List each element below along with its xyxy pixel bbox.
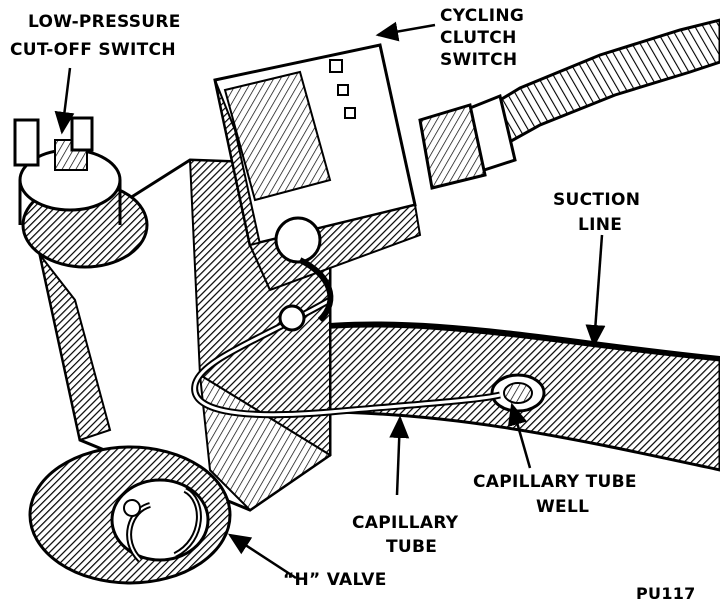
cycling-clutch-switch-label-line3: SWITCH: [440, 50, 518, 70]
capillary-tube-well: [490, 373, 546, 413]
capillary-tube-label-line1: CAPILLARY: [352, 513, 459, 533]
low-pressure-switch-label-line2: CUT-OFF SWITCH: [10, 40, 176, 60]
low-pressure-switch-label-line1: LOW-PRESSURE: [28, 12, 181, 32]
cycling-clutch-switch: [213, 43, 422, 292]
capillary-tube-well-label-line2: WELL: [536, 497, 590, 517]
capillary-tube-label-line2: TUBE: [386, 537, 438, 557]
leader-arrows: [54, 21, 606, 580]
figure-code: PU117: [636, 584, 696, 603]
cycling-clutch-switch-label-line1: CYCLING: [440, 6, 525, 26]
capillary-tube: [191, 257, 501, 419]
corrugated-hose: [418, 18, 720, 190]
h-valve-label: “H” VALVE: [283, 570, 387, 590]
capillary-tube-well-label-line1: CAPILLARY TUBE: [473, 472, 637, 492]
cycling-clutch-switch-label-line2: CLUTCH: [440, 28, 517, 48]
suction-line-label-line2: LINE: [578, 215, 623, 235]
suction-line-label-line1: SUCTION: [553, 190, 641, 210]
low-pressure-switch: [13, 116, 149, 269]
h-valve-flange: [28, 445, 232, 585]
